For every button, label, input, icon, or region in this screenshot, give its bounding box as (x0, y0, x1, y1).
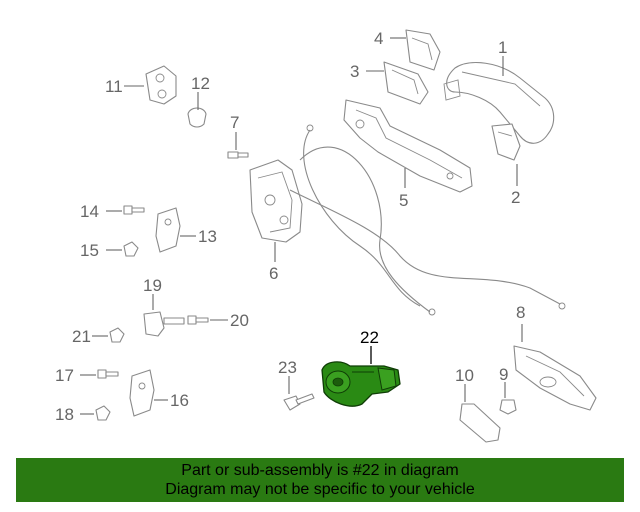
part-8-inner-handle (513, 345, 597, 411)
part-23-bolt (283, 393, 315, 411)
callout-21: 21 (72, 327, 91, 346)
parts-diagram: 1 2 3 4 5 6 7 (55, 29, 597, 443)
callout-4: 4 (374, 29, 383, 48)
callout-19: 19 (143, 276, 162, 295)
callout-10: 10 (455, 366, 474, 385)
part-13-bracket (155, 207, 181, 253)
part-21-nut (109, 327, 125, 343)
banner-line-2: Diagram may not be specific to your vehi… (165, 481, 475, 498)
callout-2: 2 (511, 188, 520, 207)
part-16-bracket (129, 369, 155, 417)
callout-22: 22 (360, 328, 379, 347)
part-2-handle-cover (491, 123, 521, 161)
part-22-lock-cylinder (321, 361, 401, 407)
callout-15: 15 (80, 241, 99, 260)
part-15-nut (123, 241, 139, 257)
part-6-lock-actuator (249, 159, 303, 243)
info-banner: Part or sub-assembly is #22 in diagram D… (16, 458, 624, 502)
door-cables (289, 124, 566, 316)
part-10-trim (459, 403, 501, 443)
part-4-gasket (405, 29, 441, 71)
callout-8: 8 (516, 303, 525, 322)
callout-20: 20 (230, 311, 249, 330)
callout-5: 5 (399, 191, 408, 210)
part-1-outer-handle (443, 62, 555, 144)
callout-6: 6 (269, 264, 278, 283)
part-17-bolt (97, 369, 119, 379)
callout-13: 13 (198, 227, 217, 246)
callout-14: 14 (80, 202, 99, 221)
part-5-handle-bracket (343, 99, 473, 193)
part-19-hinge (143, 311, 185, 337)
callout-1: 1 (498, 38, 507, 57)
callout-16: 16 (170, 391, 189, 410)
part-11-striker (145, 65, 177, 105)
part-9-clip (499, 399, 517, 415)
part-12-plug (187, 107, 207, 128)
callout-17: 17 (55, 366, 74, 385)
callout-23: 23 (278, 358, 297, 377)
part-18-nut (95, 405, 111, 421)
banner-line-1: Part or sub-assembly is #22 in diagram (181, 462, 459, 479)
callout-11: 11 (105, 77, 123, 96)
callout-18: 18 (55, 405, 74, 424)
part-14-bolt (123, 205, 145, 215)
part-3-gasket (383, 61, 429, 105)
callout-12: 12 (191, 74, 210, 93)
part-20-bolt (187, 315, 209, 325)
callout-9: 9 (499, 365, 508, 384)
callout-3: 3 (350, 62, 359, 81)
part-7-bolt (227, 151, 249, 159)
callout-7: 7 (230, 113, 239, 132)
